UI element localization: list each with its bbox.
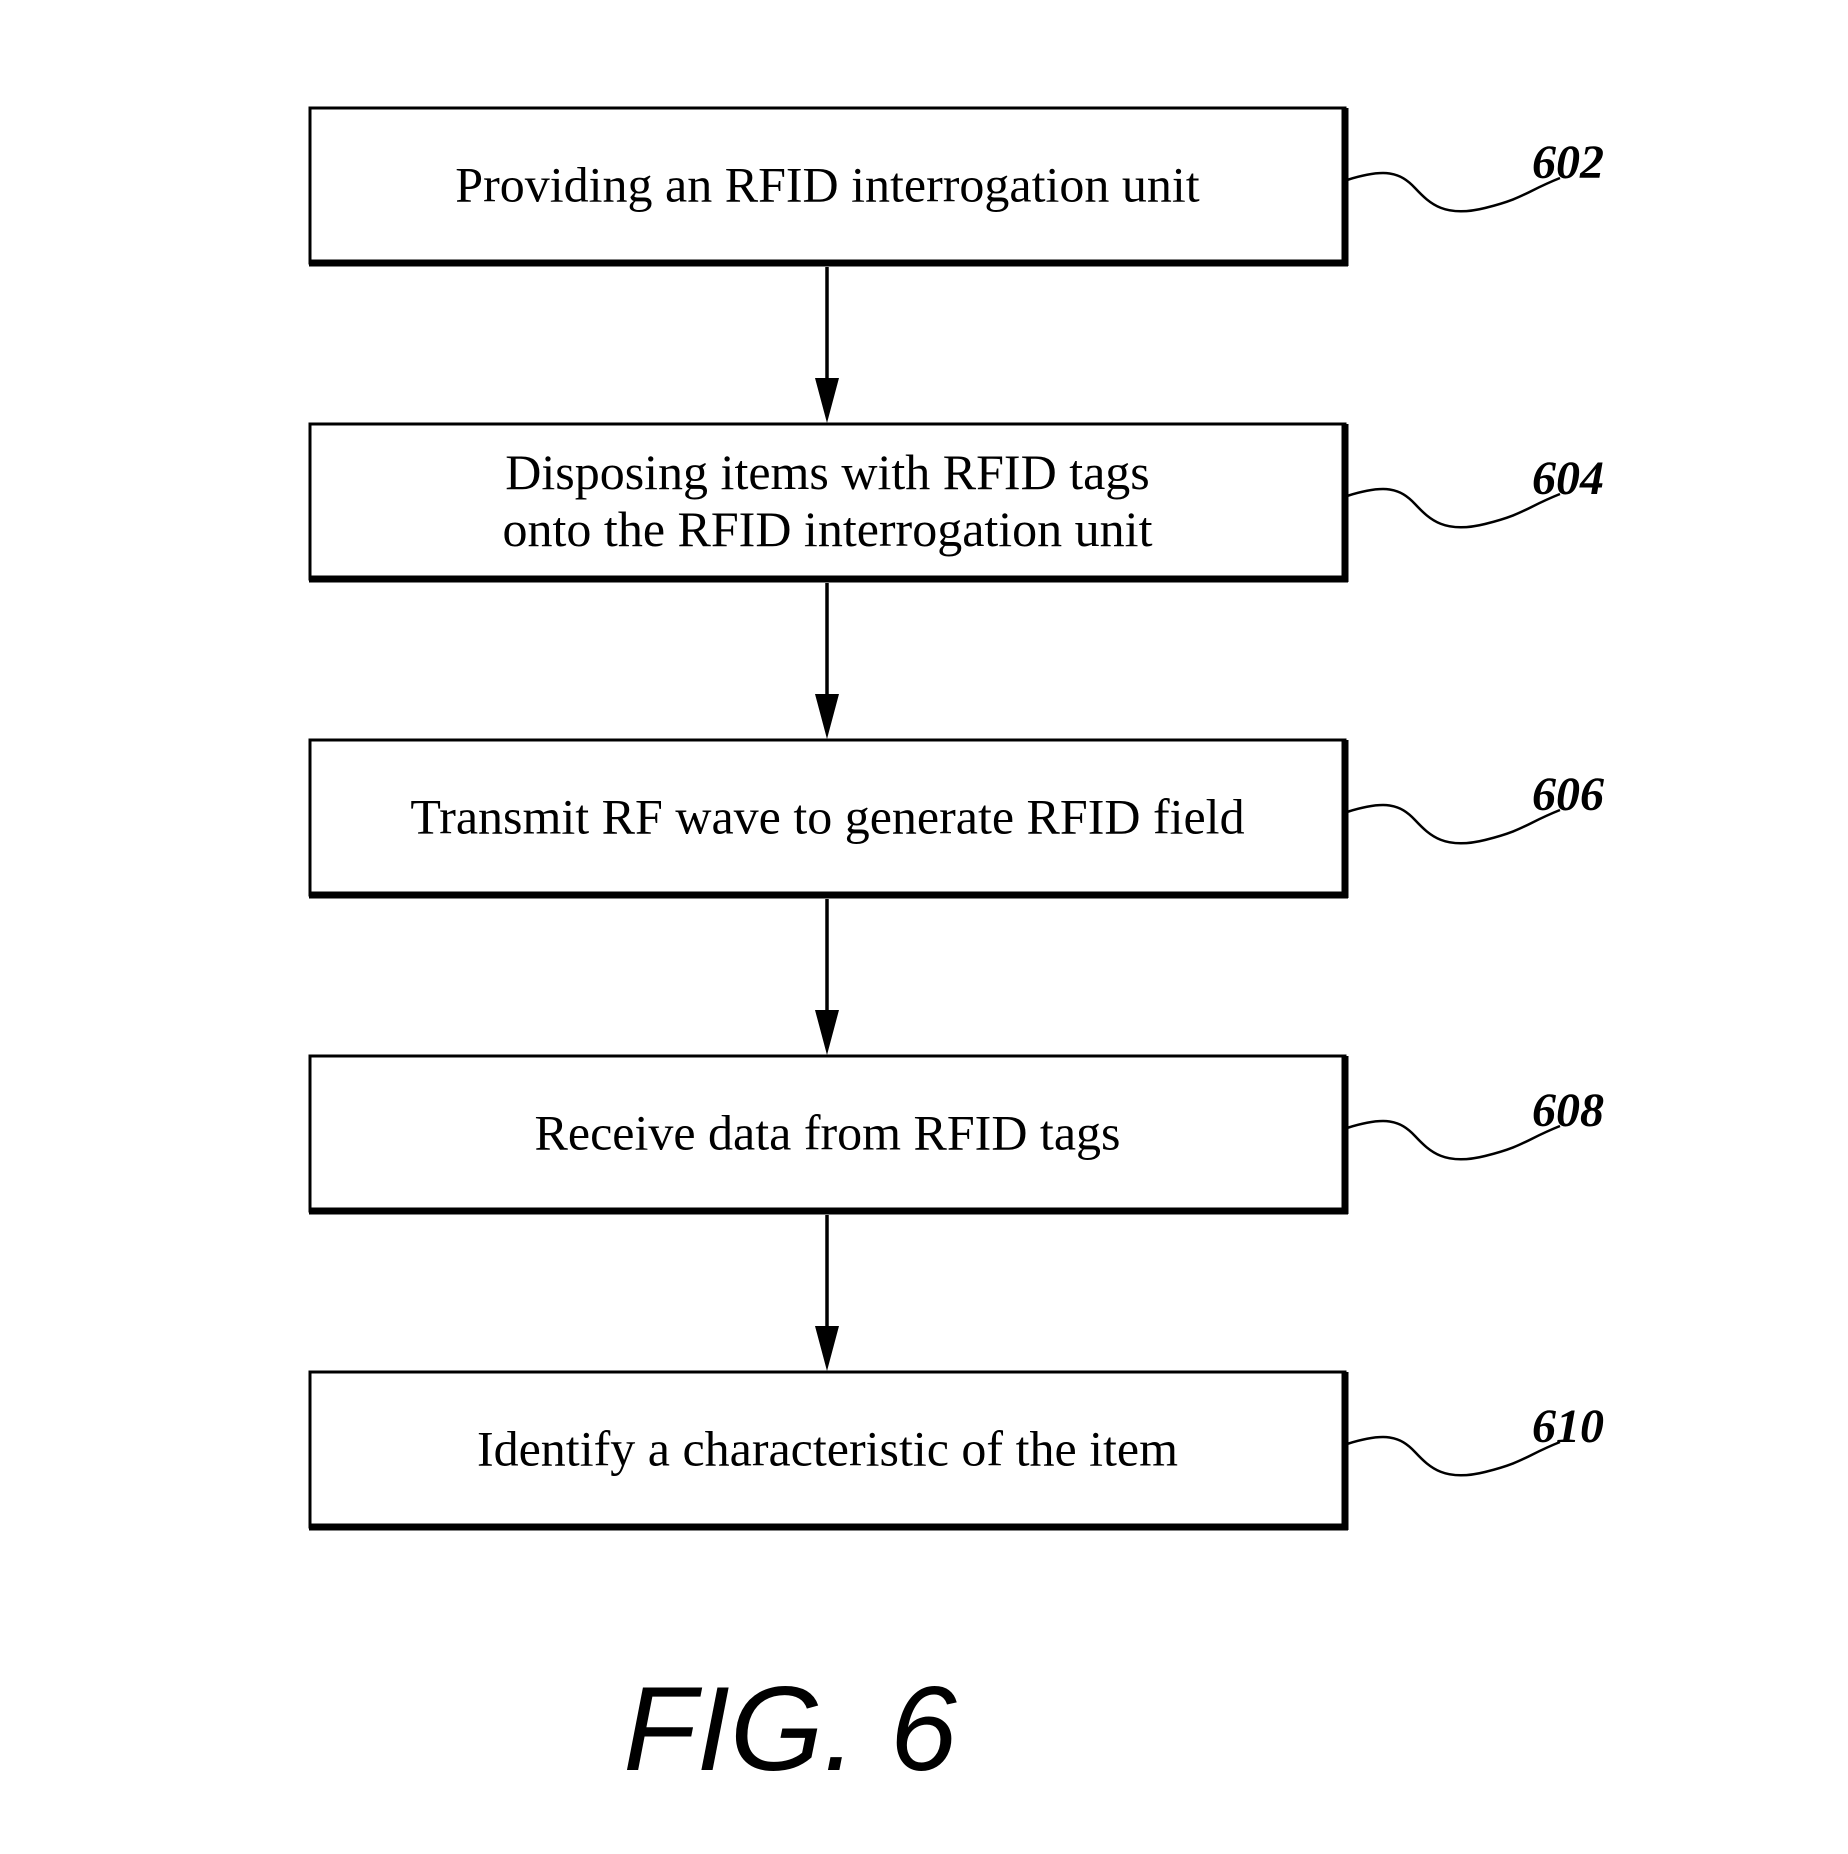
step-text: Receive data from RFID tags <box>535 1105 1121 1161</box>
leader-line <box>1347 1121 1560 1159</box>
leader-line <box>1347 1437 1560 1475</box>
reference-numeral: 610 <box>1532 1400 1604 1453</box>
flow-arrow <box>815 583 839 739</box>
step-text: Transmit RF wave to generate RFID field <box>410 789 1244 845</box>
reference-numeral: 606 <box>1532 768 1604 821</box>
step-602: Providing an RFID interrogation unit 602 <box>309 108 1604 266</box>
reference-numeral: 608 <box>1532 1084 1604 1137</box>
step-604: Disposing items with RFID tagsonto the R… <box>309 424 1604 582</box>
leader-line <box>1347 805 1560 843</box>
step-text: Providing an RFID interrogation unit <box>455 157 1199 213</box>
arrow-head <box>815 378 839 423</box>
arrow-head <box>815 1010 839 1055</box>
step-610: Identify a characteristic of the item 610 <box>309 1372 1604 1530</box>
step-text: Identify a characteristic of the item <box>477 1421 1178 1477</box>
step-608: Receive data from RFID tags 608 <box>309 1056 1604 1214</box>
reference-numeral: 602 <box>1532 136 1604 189</box>
figure-label: FIG. 6 <box>623 1662 957 1796</box>
flow-arrow <box>815 1215 839 1371</box>
leader-line <box>1347 489 1560 527</box>
step-text: onto the RFID interrogation unit <box>503 501 1153 557</box>
arrow-head <box>815 694 839 739</box>
step-text: Disposing items with RFID tags <box>505 444 1149 500</box>
arrow-head <box>815 1326 839 1371</box>
flow-arrow <box>815 267 839 423</box>
leader-line <box>1347 173 1560 211</box>
reference-numeral: 604 <box>1532 452 1604 505</box>
flow-arrow <box>815 899 839 1055</box>
step-606: Transmit RF wave to generate RFID field 6… <box>309 740 1604 898</box>
